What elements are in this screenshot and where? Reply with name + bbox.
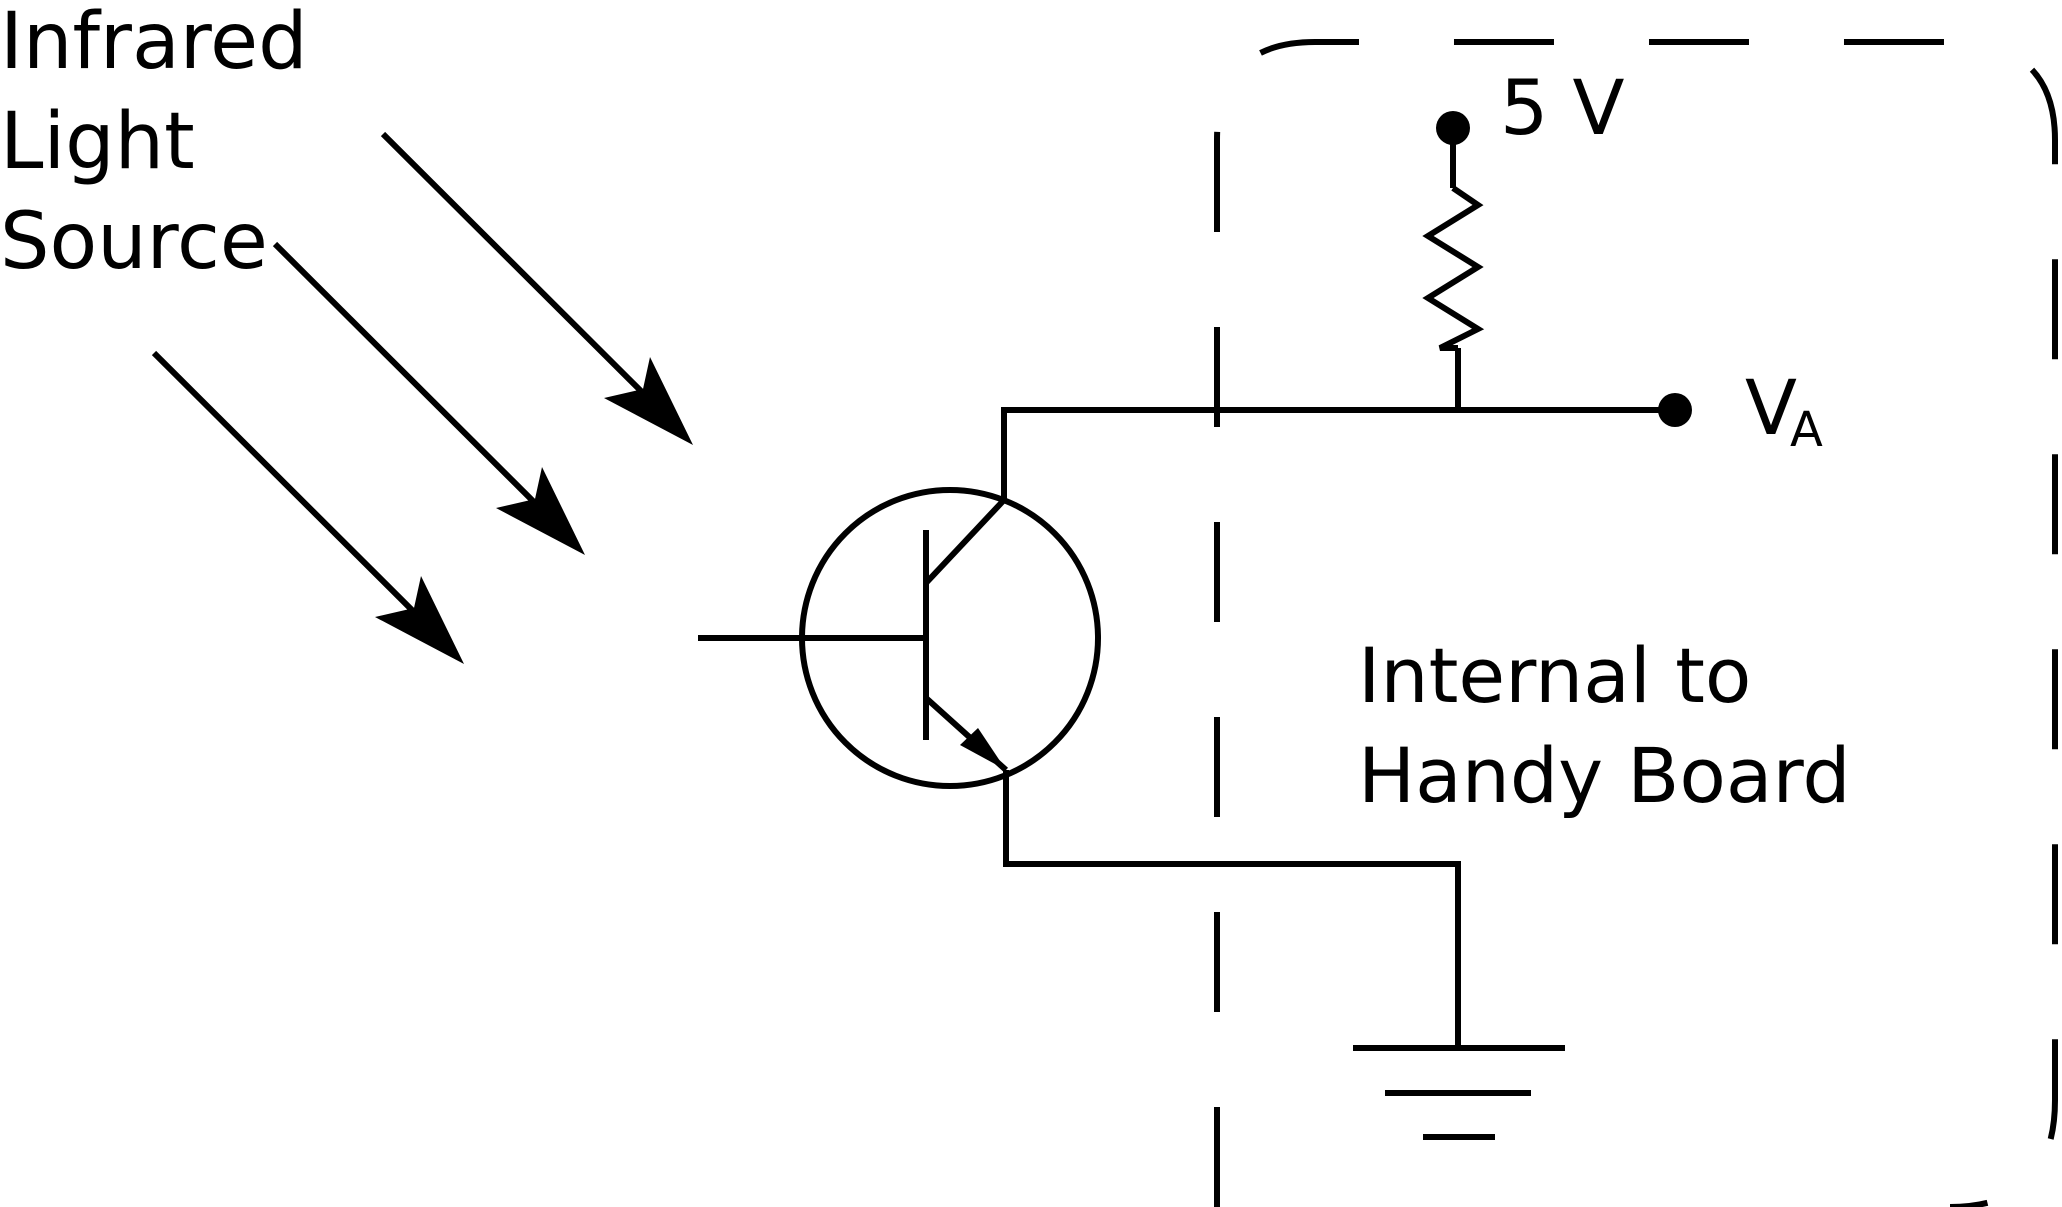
infrared-ray-arrow-icon [151,350,464,664]
output-voltage-label: V A [1745,363,1823,458]
source-label-line2: Light [0,97,195,187]
supply-voltage-label: 5 V [1500,63,1625,152]
phototransistor-icon [698,487,1101,789]
resistor-icon [1422,185,1485,351]
ground-icon [1353,1045,1565,1140]
handy-board-boundary [1214,39,2058,1207]
infrared-ray-arrow-icon [272,241,585,555]
handy-board-label: Internal to Handy Board [1358,631,1851,820]
output-terminal-dot [1658,393,1692,427]
emitter-to-ground-wire [1003,770,1461,1048]
output-voltage-main: V [1745,363,1797,452]
supply-terminal-dot [1436,111,1470,145]
source-label-line3: Source [0,197,268,287]
output-voltage-subscript: A [1790,402,1823,458]
emitter-arrow [960,728,1006,770]
collector-wire [1001,407,1675,500]
board-label-line1: Internal to [1358,631,1751,720]
infrared-light-source-label: Infrared Light Source [0,0,308,287]
board-label-line2: Handy Board [1358,731,1851,820]
collector-lead [923,497,1007,586]
circuit-wires [1001,128,1675,1048]
infrared-ray-arrows [151,131,693,664]
infrared-ray-arrow-icon [380,131,693,445]
source-label-line1: Infrared [0,0,308,87]
